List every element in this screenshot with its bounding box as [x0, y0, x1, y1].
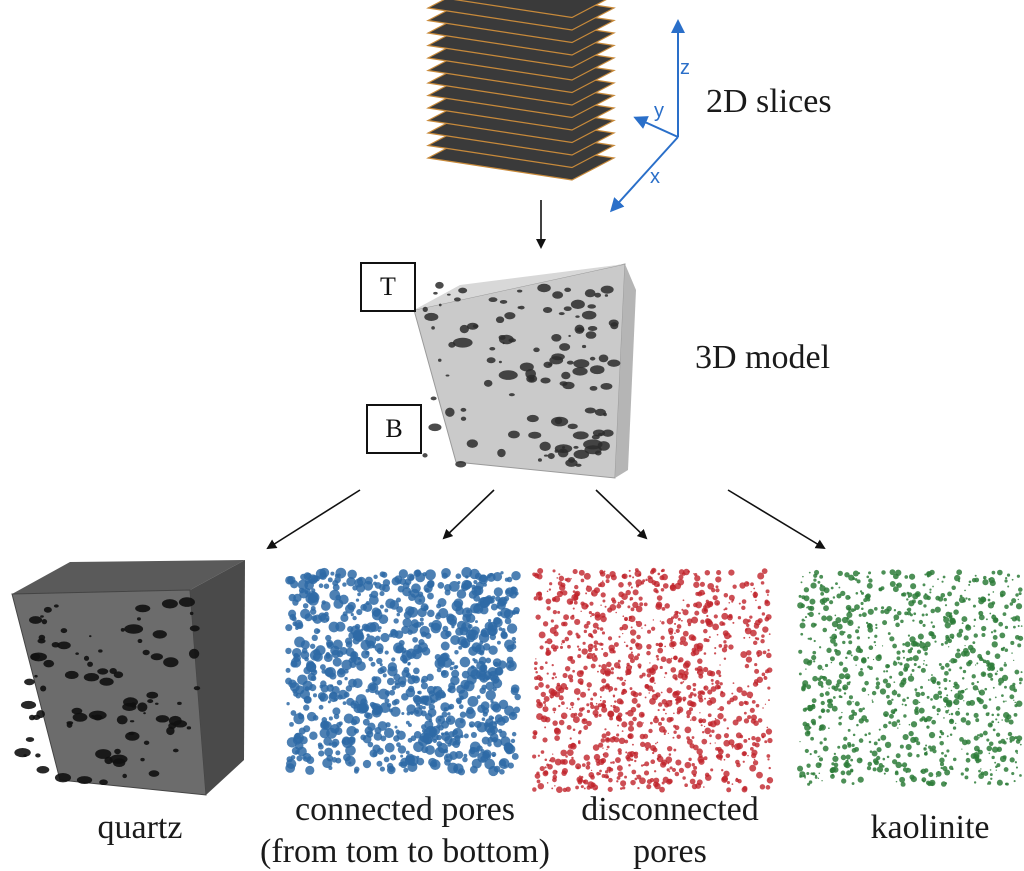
x-axis-label: x — [650, 166, 660, 188]
slices-title: 2D slices — [706, 83, 832, 120]
bottom-marker-box: B — [366, 404, 422, 454]
kaolinite-render — [797, 569, 1024, 787]
axis-triad — [609, 19, 685, 213]
quartz-top-face — [12, 560, 245, 594]
quartz-cube — [11, 560, 245, 796]
slice-stack — [426, 0, 616, 181]
connected-pores-label-line2: (from tom to bottom) — [260, 833, 550, 870]
kaolinite-label: kaolinite — [870, 809, 990, 846]
y-axis-label: y — [654, 100, 664, 122]
model-title: 3D model — [695, 339, 831, 376]
arrow-to-quartz — [266, 489, 361, 550]
quartz-pores — [14, 597, 201, 786]
connected-pores-label-line1: connected pores — [295, 791, 515, 828]
disconnected-pores-render — [532, 567, 774, 794]
3d-model-cube — [413, 263, 640, 479]
arrow-to-connected-pores — [442, 489, 495, 540]
model-side-face — [615, 264, 636, 478]
z-axis-label: z — [680, 57, 690, 79]
quartz-label: quartz — [97, 809, 183, 846]
y-axis-arrow — [633, 116, 679, 138]
model-pores — [422, 281, 621, 468]
x-axis-arrow — [609, 136, 679, 213]
top-marker-box: T — [360, 262, 416, 312]
disconnected-pores-label-line1: disconnected — [581, 791, 759, 828]
disconnected-pores-label-line2: pores — [633, 833, 707, 870]
slice-layer — [453, 0, 607, 19]
quartz-side-face — [190, 560, 245, 795]
connected-pores-render — [285, 567, 521, 777]
arrow-to-disconnected-pores — [595, 489, 648, 540]
arrow-to-kaolinite — [727, 489, 826, 550]
model-top-face — [414, 264, 640, 310]
